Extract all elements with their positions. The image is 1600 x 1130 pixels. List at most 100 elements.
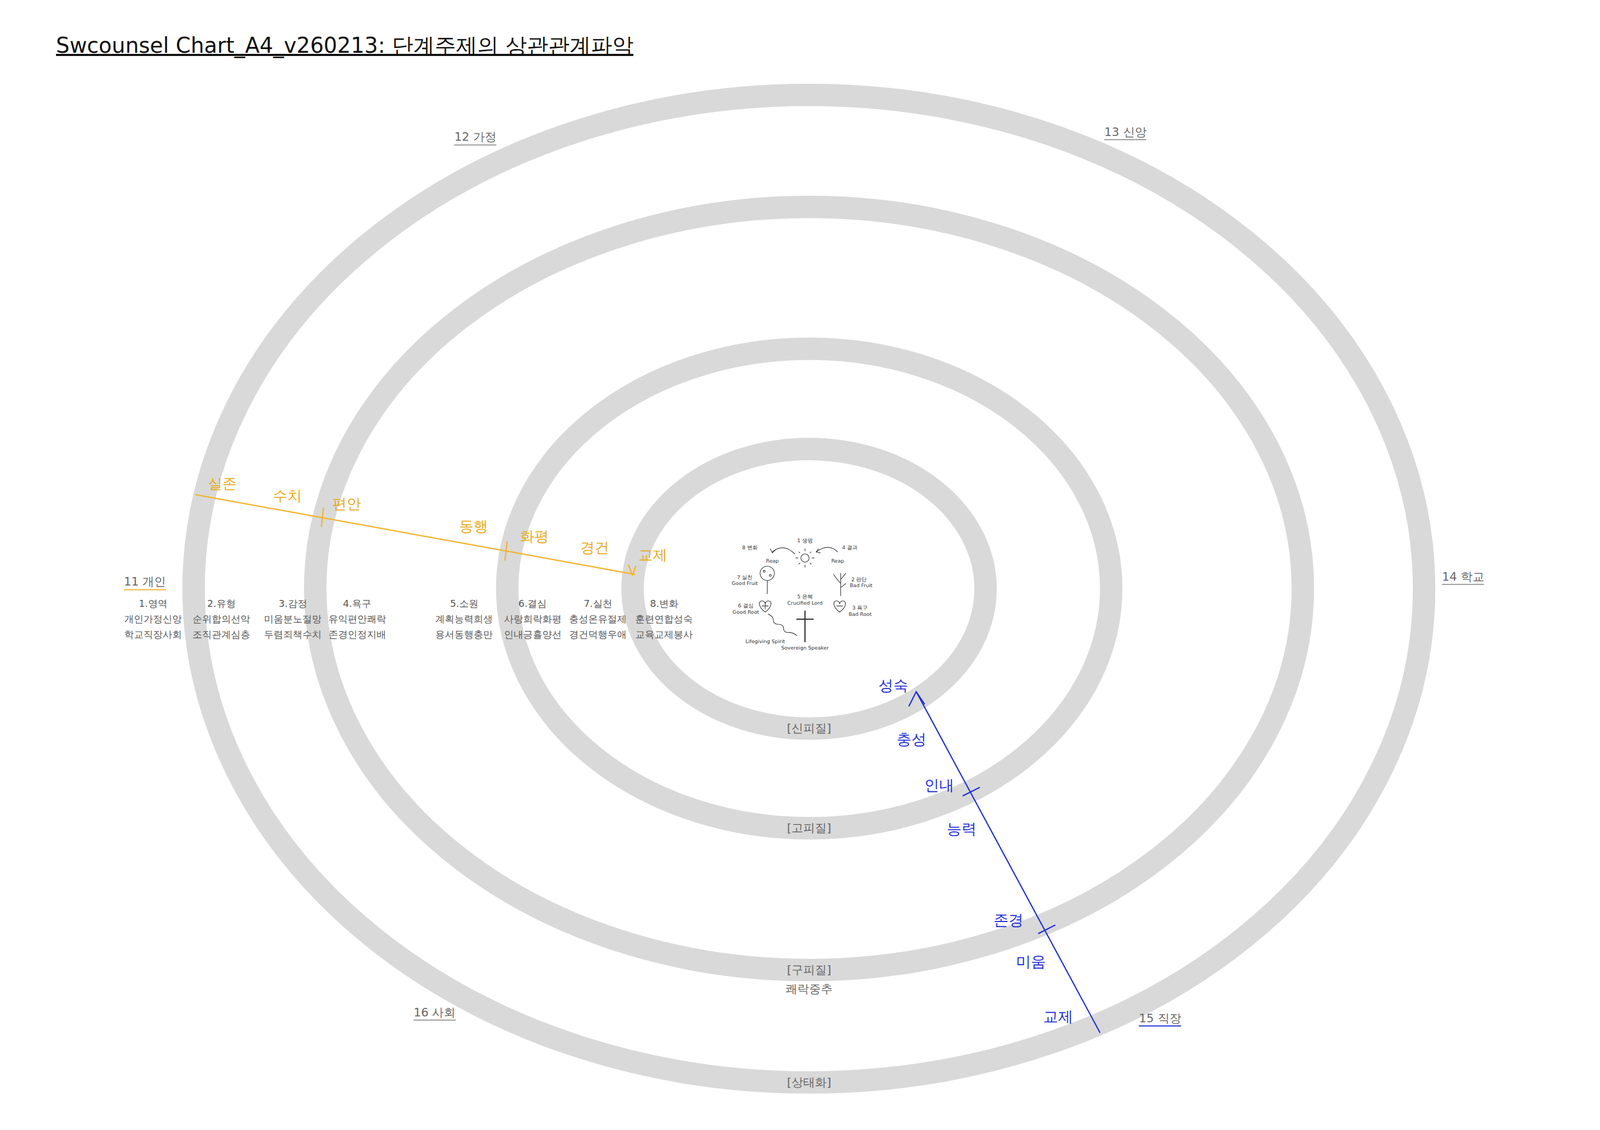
- stage-column-text: 사랑희락화평: [504, 613, 562, 626]
- handwritten-note: 존경: [993, 911, 1024, 929]
- illustration-label: 7 실천: [737, 574, 753, 581]
- illustration-label: 5 은혜: [797, 594, 813, 600]
- good-tree-trunk: [766, 580, 768, 594]
- dead-tree: [833, 573, 846, 596]
- brain-layer-ring: [신피질]: [621, 437, 997, 740]
- illustration-label: 6 결심: [738, 603, 754, 610]
- stage-column-text: 경건덕행우애: [569, 629, 627, 641]
- cycle-arc: [772, 547, 795, 555]
- domain-label: 11 개인: [123, 574, 166, 590]
- ring-label: [신피질]: [786, 721, 831, 735]
- sun-rays: [795, 548, 814, 567]
- chart-title: Swcounsel Chart_A4_v260213: 단계주제의 상관관계파악: [56, 33, 634, 58]
- sun-symbol: [801, 554, 810, 563]
- ring-outline: [182, 83, 1436, 1094]
- brain-layer-ring: [상태화] [구피질] 쾌락중추 [고피질] [신피질]: [182, 83, 1436, 1094]
- heart-symbol: [833, 601, 846, 613]
- stage-column-text: 학교직장사회: [124, 629, 182, 641]
- stage-column-text: 6.결심: [518, 598, 547, 610]
- handwritten-note: 수치: [273, 487, 302, 504]
- brain-layer-ring: [고피질] [신피질]: [496, 337, 1123, 840]
- domain-label: 14 학교: [1442, 570, 1485, 586]
- stage-column-text: 미움분노절망: [264, 613, 322, 626]
- stage-column-text: 2.유형: [207, 598, 236, 610]
- stage-column-text: 순위합의선악: [192, 613, 251, 626]
- stage-column-text: 두렴죄책수치: [264, 629, 322, 641]
- illustration-label: Lifegiving Spirit: [745, 638, 786, 645]
- stage-column-text: 5.소원: [450, 598, 479, 610]
- ring-band: [632, 449, 986, 729]
- ring-label: [상태화]: [786, 1075, 831, 1090]
- plus-sign: [762, 603, 768, 610]
- good-tree-crown: [760, 566, 775, 581]
- ring-outline: [304, 195, 1315, 982]
- stage-column-text: 훈련연합성숙: [635, 613, 693, 626]
- illustration-label: Reap: [765, 558, 779, 565]
- cycle-arc: [816, 547, 838, 552]
- illustration-label: 8 변화: [742, 545, 758, 551]
- illustration-label: 1 생명: [797, 537, 813, 544]
- orange-timeline: [195, 494, 635, 575]
- stage-column-text: 8.변화: [650, 598, 679, 610]
- brain-layer-ring: [구피질]쾌락중추[고피질][신피질]: [304, 195, 1315, 982]
- illustration-label: Good Root: [732, 609, 760, 615]
- handwritten-note: 능력: [946, 820, 977, 838]
- stage-column-text: 교육교제봉사: [635, 629, 693, 641]
- illustration-label: Bad Root: [848, 611, 872, 618]
- blue-timeline: [916, 691, 1100, 1033]
- domain-label: 15 직장: [1139, 1011, 1182, 1027]
- fruit-dot: [769, 574, 772, 577]
- stage-column-text: 계획능력희생: [435, 613, 493, 626]
- handwritten-note: 성숙: [878, 676, 909, 694]
- handwritten-note: 화평: [520, 528, 549, 546]
- stage-column-text: 조직관계심층: [192, 629, 251, 641]
- handwritten-note: 충성: [896, 731, 927, 749]
- domain-label: 13 신앙: [1104, 125, 1147, 141]
- illustration-label: Reap: [831, 558, 845, 565]
- heart-symbol: [759, 601, 772, 613]
- ring-label: [구피질]: [786, 963, 831, 978]
- stage-column-text: 용서동행충만: [435, 629, 493, 641]
- handwritten-note: 경건: [580, 539, 610, 557]
- domain-label: 12 가정: [454, 130, 497, 146]
- stage-column-text: 개인가정신앙: [124, 613, 182, 626]
- handwritten-note: 편안: [332, 495, 362, 512]
- illustration-label: 3 욕구: [852, 605, 868, 612]
- illustration-label: Bad Fruit: [849, 582, 872, 589]
- fruit-dot: [763, 570, 766, 573]
- cross-symbol: [796, 611, 814, 642]
- illustration-label: Crucified Lord: [787, 600, 823, 606]
- domain-label: 16 사회: [413, 1005, 456, 1021]
- stage-column-text: 4.욕구: [342, 598, 372, 610]
- cycle-arrowhead: [816, 548, 821, 554]
- cycle-arrowhead: [770, 548, 776, 554]
- stage-column-text: 7.실천: [583, 598, 612, 610]
- cycle-illustration: [759, 547, 846, 642]
- blue-arrowhead: [908, 691, 925, 707]
- stage-column-text: 인내긍휼양선: [504, 629, 562, 641]
- blue-tick: [963, 787, 1055, 934]
- handwritten-note: 미움: [1016, 953, 1046, 971]
- ring-band: [507, 348, 1111, 829]
- minus-sign: [836, 605, 843, 607]
- handwritten-note: 교제: [1043, 1008, 1074, 1026]
- stage-column-text: 3.감정: [278, 598, 307, 610]
- stage-column-text: 존경인정지배: [328, 629, 387, 641]
- orange-tick: [321, 508, 636, 576]
- ring-label: [고피질]: [786, 821, 831, 836]
- handwritten-note: 교제: [638, 546, 668, 564]
- ring-band: [193, 94, 1424, 1083]
- illustration-label: Good Fruit: [731, 580, 758, 587]
- stage-column-text: 유익편안쾌락: [328, 613, 387, 626]
- ring-label: 쾌락중추: [785, 982, 833, 997]
- illustration-label: 2 판단: [851, 576, 867, 583]
- handwritten-note: 인내: [924, 777, 955, 795]
- art-group: [195, 494, 1100, 1033]
- stage-column-text: 1.영역: [138, 598, 167, 610]
- stage-column-text: 충성온유절제: [569, 613, 627, 626]
- ring-outline: [621, 437, 997, 740]
- ring-band: [315, 206, 1303, 971]
